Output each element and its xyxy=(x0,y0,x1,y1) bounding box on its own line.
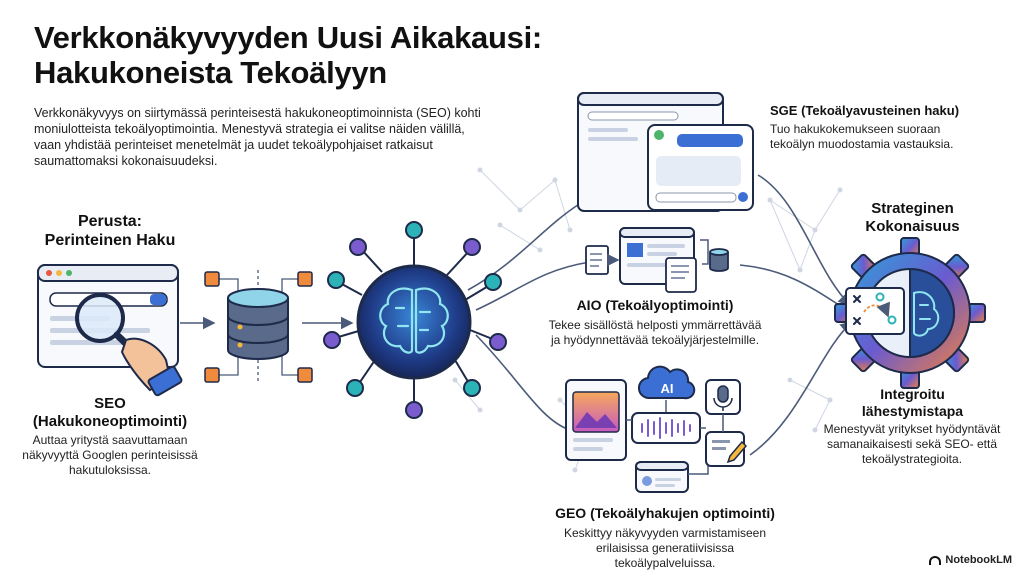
page-title-line-2: Hakukoneista Tekoälyyn xyxy=(34,55,387,90)
footer-brand-label: NotebookLM xyxy=(945,554,1012,566)
footer-brand: NotebookLM xyxy=(929,554,1012,566)
seo-title-line-2: (Hakukoneoptimointi) xyxy=(32,413,188,430)
page-title-line-1: Verkkonäkyvyyden Uusi Aikakausi: xyxy=(34,20,542,55)
foundation-heading-line-2: Perinteinen Haku xyxy=(44,232,176,249)
integrated-title-line-2: lähestymistapa xyxy=(861,403,964,419)
seo-title-line-1: SEO xyxy=(94,395,126,412)
sge-description: Tuo hakukokemukseen suoraan tekoälyn muo… xyxy=(770,122,954,151)
integrated-title: Integroitu lähestymistapa xyxy=(825,386,1000,420)
geo-description: Keskittyy näkyvyyden varmistamiseen eril… xyxy=(563,526,767,570)
strategy-heading-line-1: Strateginen xyxy=(871,200,954,217)
geo-title: GEO (Tekoälyhakujen optimointi) xyxy=(555,505,775,521)
intro-paragraph: Verkkonäkyvyys on siirtymässä perinteise… xyxy=(34,106,481,168)
foundation-heading: Perusta: Perinteinen Haku xyxy=(30,212,190,250)
seo-title: SEO (Hakukoneoptimointi) xyxy=(10,395,210,431)
foundation-heading-line-1: Perusta: xyxy=(77,213,143,230)
geo-generative-illustration: AI xyxy=(565,365,748,493)
ai-brain-orb-icon xyxy=(323,221,507,419)
sge-title: SGE (Tekoälyavusteinen haku) xyxy=(770,103,960,118)
database-icon xyxy=(204,270,313,383)
magnifier-hand-icon xyxy=(75,293,183,397)
ai-badge-label: AI xyxy=(661,381,674,396)
integrated-description: Menestyvät yritykset hyödyntävät samanai… xyxy=(823,422,1001,466)
seo-description: Auttaa yritystä saavuttamaan näkyvyyttä … xyxy=(22,433,198,477)
integrated-title-line-1: Integroitu xyxy=(880,386,945,402)
aio-description: Tekee sisällöstä helposti ymmärrettävää … xyxy=(548,318,762,347)
notebooklm-logo-icon xyxy=(929,555,942,565)
aio-title: AIO (Tekoälyoptimointi) xyxy=(576,297,734,313)
aio-documents-illustration xyxy=(585,227,729,293)
strategy-heading-line-2: Kokonaisuus xyxy=(865,218,960,235)
page-title: Verkkonäkyvyyden Uusi Aikakausi: Hakukon… xyxy=(34,20,634,90)
strategy-gear-icon xyxy=(834,237,986,389)
strategy-heading: Strateginen Kokonaisuus xyxy=(845,200,980,236)
sge-chat-window-illustration xyxy=(577,92,754,212)
